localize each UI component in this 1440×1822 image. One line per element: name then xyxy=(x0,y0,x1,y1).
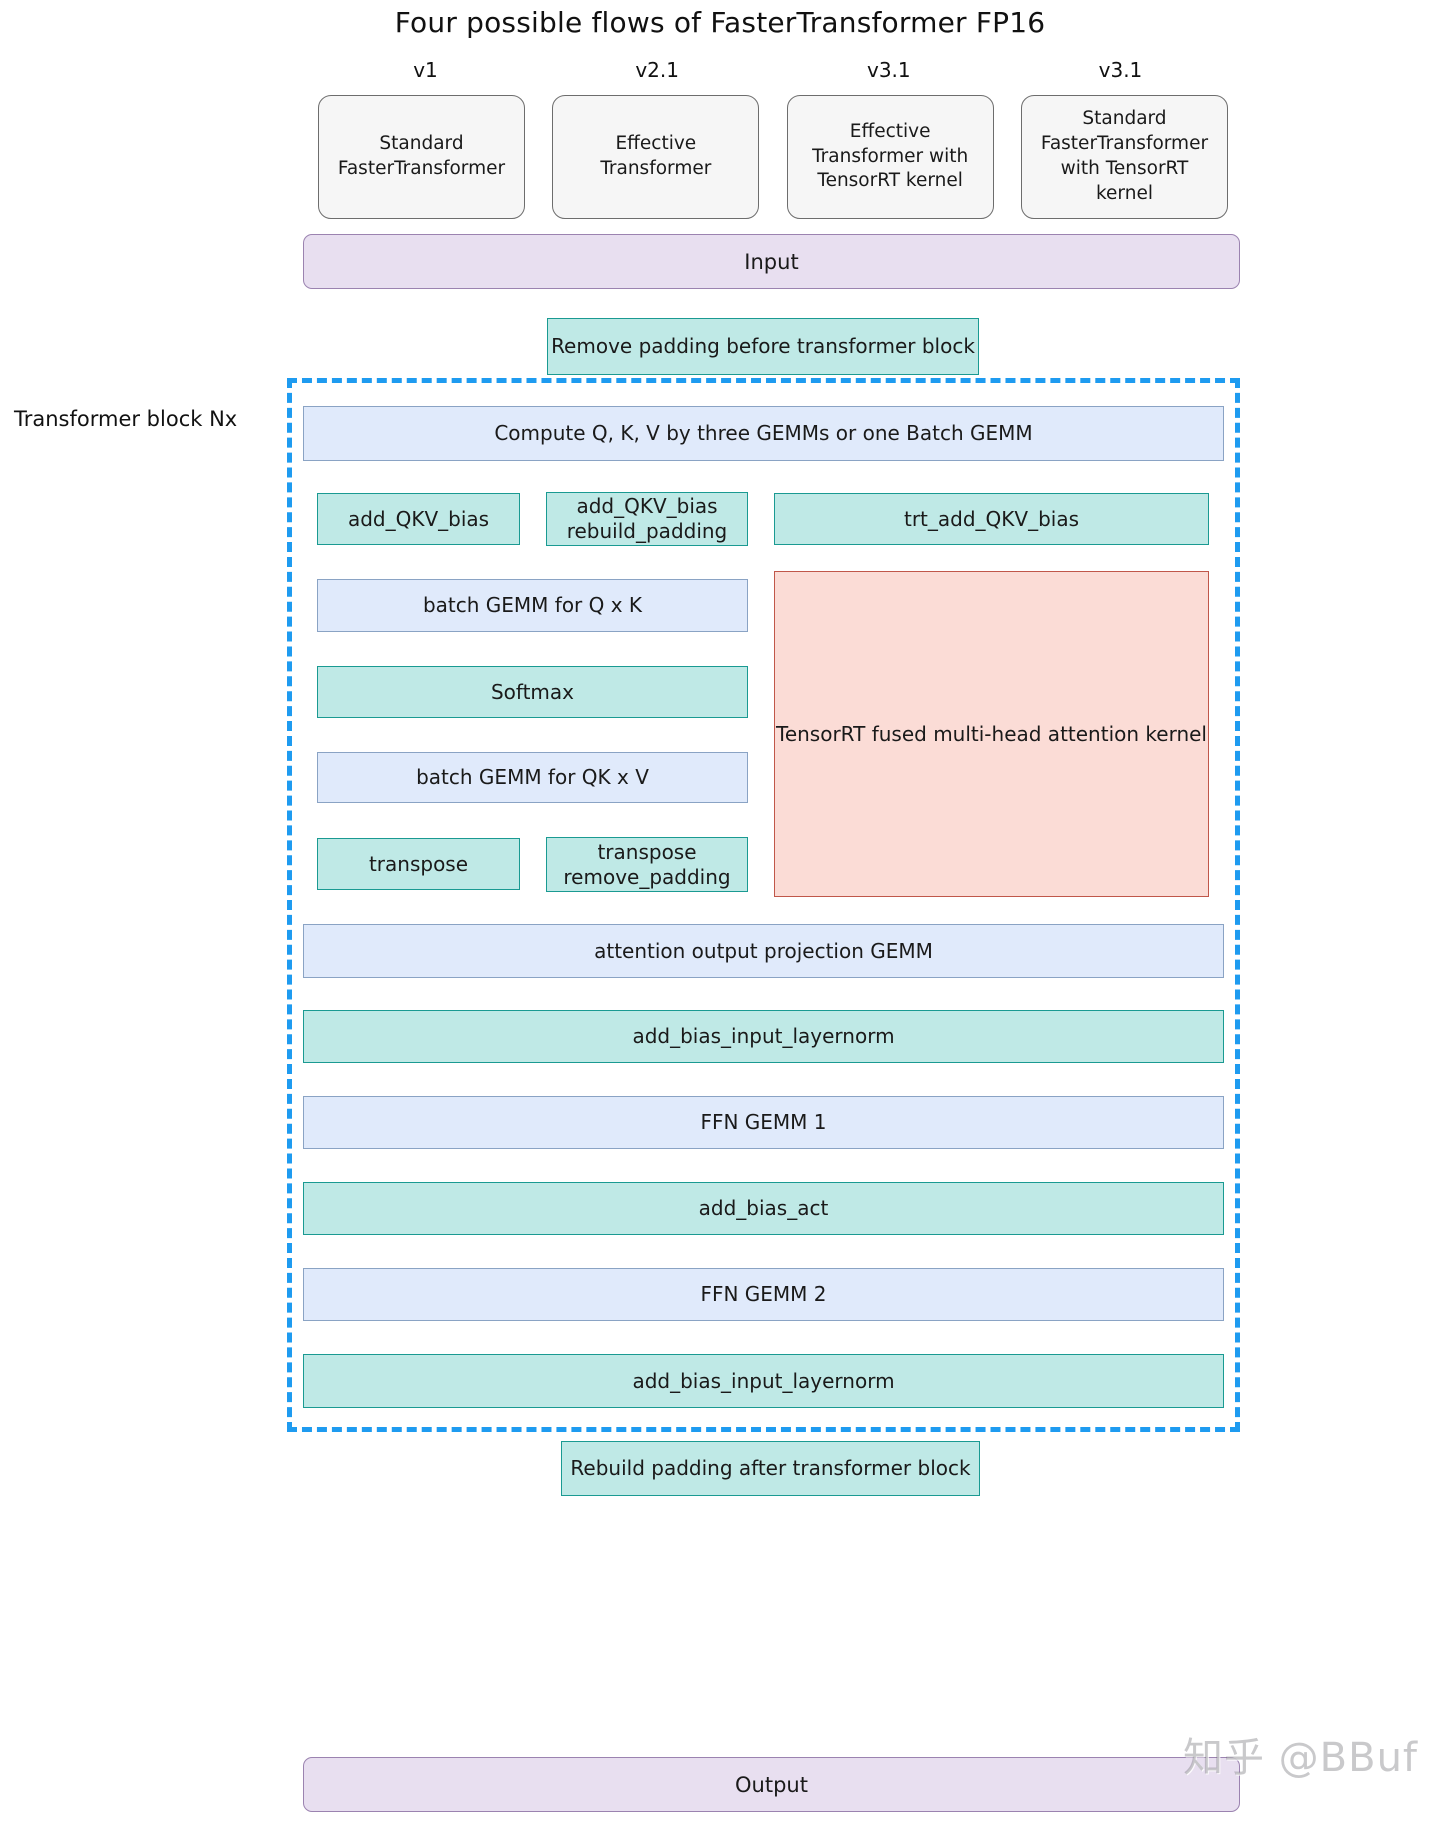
variant-box-effective-transformer[interactable]: Effective Transformer xyxy=(552,95,760,219)
variant-box-standard-fastertransformer[interactable]: Standard FasterTransformer xyxy=(318,95,525,219)
output-node: Output xyxy=(303,1757,1240,1812)
op-compute-qkv-gemm: Compute Q, K, V by three GEMMs or one Ba… xyxy=(303,406,1224,461)
transformer-block-boundary xyxy=(287,378,1240,1432)
op-add-bias-input-layernorm-2: add_bias_input_layernorm xyxy=(303,1354,1224,1408)
input-node: Input xyxy=(303,234,1240,289)
op-transpose: transpose xyxy=(317,838,520,890)
op-ffn-gemm-2: FFN GEMM 2 xyxy=(303,1268,1224,1321)
version-label-v3-1-standard: v3.1 xyxy=(1098,58,1143,82)
op-ffn-gemm-1: FFN GEMM 1 xyxy=(303,1096,1224,1149)
variant-box-effective-transformer-trt[interactable]: Effective Transformer with TensorRT kern… xyxy=(786,95,994,219)
op-batch-gemm-qk-v: batch GEMM for QK x V xyxy=(317,752,748,803)
rebuild-padding-node: Rebuild padding after transformer block xyxy=(561,1441,980,1496)
op-softmax: Softmax xyxy=(317,666,748,718)
op-transpose-remove-padding: transpose remove_padding xyxy=(546,837,748,892)
op-add-qkv-bias: add_QKV_bias xyxy=(317,493,520,545)
version-label-v3-1-effective: v3.1 xyxy=(866,58,911,82)
op-attention-output-projection-gemm: attention output projection GEMM xyxy=(303,924,1224,978)
op-trt-add-qkv-bias: trt_add_QKV_bias xyxy=(774,493,1209,545)
op-add-qkv-bias-rebuild-padding: add_QKV_bias rebuild_padding xyxy=(546,492,748,546)
version-label-row: v1 v2.1 v3.1 v3.1 xyxy=(318,58,1228,82)
op-add-bias-act: add_bias_act xyxy=(303,1182,1224,1235)
remove-padding-node: Remove padding before transformer block xyxy=(547,318,979,375)
transformer-block-label: Transformer block Nx xyxy=(14,407,238,431)
op-batch-gemm-q-k: batch GEMM for Q x K xyxy=(317,579,748,632)
variant-box-standard-fastertransformer-trt[interactable]: Standard FasterTransformer with TensorRT… xyxy=(1020,95,1228,219)
version-label-v2-1: v2.1 xyxy=(635,58,679,82)
variant-box-row: Standard FasterTransformer Effective Tra… xyxy=(318,95,1228,219)
page-title: Four possible flows of FasterTransformer… xyxy=(394,6,1046,39)
version-label-v1: v1 xyxy=(413,58,438,82)
op-add-bias-input-layernorm-1: add_bias_input_layernorm xyxy=(303,1010,1224,1063)
op-tensorrt-fused-mha-kernel: TensorRT fused multi-head attention kern… xyxy=(774,571,1209,897)
